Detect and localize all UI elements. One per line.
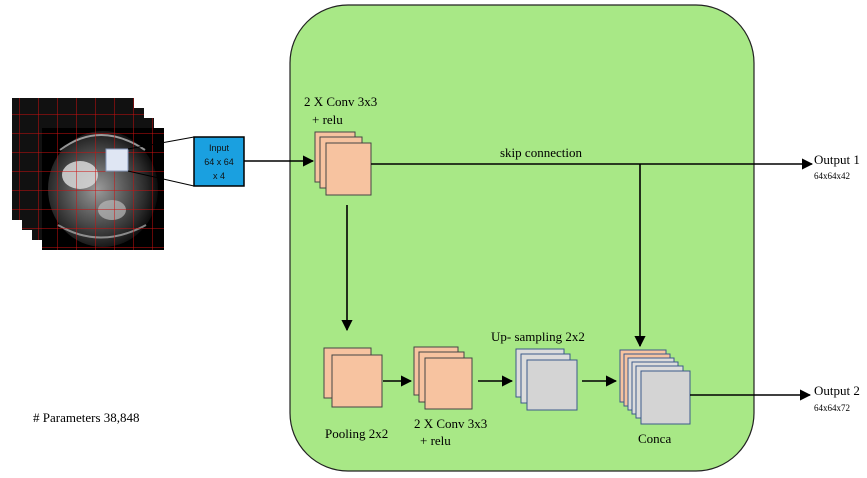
conv-bottom-label-line2: + relu (420, 433, 451, 448)
pooling-block (323, 347, 383, 408)
upsampling-label: Up- sampling 2x2 (491, 329, 585, 344)
conv-bottom-label-line1: 2 X Conv 3x3 (414, 416, 487, 431)
conv-top-label-line1: 2 X Conv 3x3 (304, 94, 377, 109)
concat-block (619, 349, 691, 425)
input-box-line3: x 4 (213, 171, 225, 181)
output2-label: Output 2 (814, 383, 860, 398)
upsampling-block (515, 348, 578, 411)
input-box-line1: Input (209, 143, 230, 153)
output2-size: 64x64x72 (814, 403, 850, 413)
output1-size: 64x64x42 (814, 171, 850, 181)
conv-block-bottom (413, 346, 473, 410)
parameters-label: # Parameters 38,848 (33, 410, 140, 425)
input-box: Input 64 x 64 x 4 (193, 136, 245, 187)
conv-top-label-line2: + relu (312, 112, 343, 127)
pooling-label: Pooling 2x2 (325, 426, 388, 441)
input-box-line2: 64 x 64 (204, 157, 234, 167)
mri-input-stack (12, 98, 195, 250)
mri-patch (105, 148, 129, 172)
skip-connection-label: skip connection (500, 145, 582, 160)
output1-label: Output 1 (814, 152, 860, 167)
concat-label: Conca (638, 431, 671, 446)
mri-slice-front (42, 128, 164, 250)
conv-block-top (314, 131, 372, 196)
